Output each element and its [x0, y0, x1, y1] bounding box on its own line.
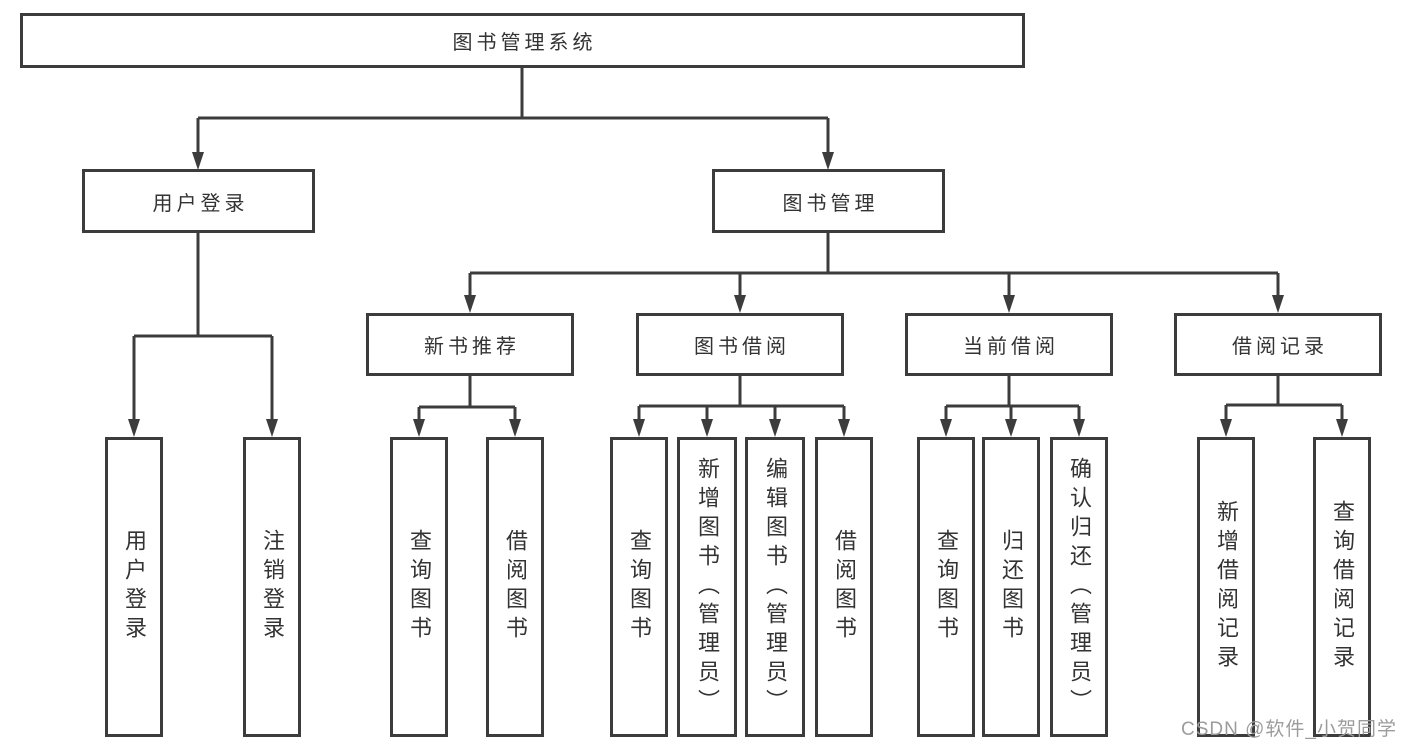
leaf-br-query-record: 查询借阅记录: [1313, 437, 1371, 737]
leaf-cb-confirm-return-admin: 确认归还（管理员）: [1050, 437, 1108, 737]
node-library-management-system: 图书管理系统: [20, 13, 1025, 68]
leaf-bb-query-books: 查询图书: [610, 437, 668, 737]
leaf-user-login: 用户登录: [105, 437, 163, 737]
node-current-borrowing: 当前借阅: [905, 313, 1113, 376]
leaf-cb-query-books: 查询图书: [917, 437, 975, 737]
node-borrowing-records: 借阅记录: [1174, 313, 1382, 376]
leaf-cb-return-books: 归还图书: [982, 437, 1040, 737]
leaf-nb-query-books: 查询图书: [390, 437, 448, 737]
node-book-borrowing: 图书借阅: [636, 313, 844, 376]
node-new-book-recommendation: 新书推荐: [366, 313, 574, 376]
leaf-br-add-record: 新增借阅记录: [1197, 437, 1255, 737]
leaf-bb-borrow-books: 借阅图书: [815, 437, 873, 737]
csdn-watermark: CSDN @软件_小贺同学: [1181, 719, 1397, 740]
leaf-bb-add-books-admin: 新增图书（管理员）: [677, 437, 737, 737]
leaf-bb-edit-books-admin: 编辑图书（管理员）: [745, 437, 805, 737]
leaf-logout: 注销登录: [243, 437, 301, 737]
node-user-login: 用户登录: [82, 169, 315, 233]
node-book-management: 图书管理: [712, 169, 945, 233]
leaf-nb-borrow-books: 借阅图书: [486, 437, 544, 737]
